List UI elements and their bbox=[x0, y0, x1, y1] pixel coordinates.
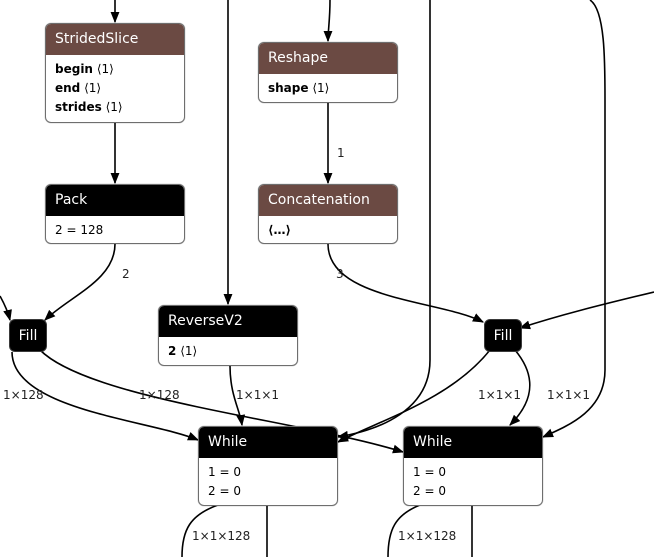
attribute-value: 1 = 0 bbox=[413, 465, 446, 479]
edge-right-to-fill-right bbox=[518, 291, 654, 330]
attribute-value: ⟨1⟩ bbox=[105, 100, 123, 114]
edge-label-reverse-while: 1×1×1 bbox=[236, 388, 279, 402]
edge-label-reshape-concat: 1 bbox=[337, 146, 345, 160]
edge-while-left-out-a bbox=[181, 504, 219, 557]
attribute-row: 2 = 0 bbox=[413, 482, 533, 501]
attribute-value: 1 = 0 bbox=[208, 465, 241, 479]
attribute-name: begin bbox=[55, 62, 93, 76]
attribute-row: shape ⟨1⟩ bbox=[268, 79, 388, 98]
edge-label-fill-left-b: 1×128 bbox=[139, 388, 180, 402]
node-stridedslice[interactable]: StridedSlice begin ⟨1⟩ end ⟨1⟩ strides ⟨… bbox=[45, 23, 185, 123]
attribute-value: ⟨1⟩ bbox=[180, 344, 198, 358]
attribute-value: 2 = 0 bbox=[208, 484, 241, 498]
edge-pack-to-fill-left bbox=[44, 243, 116, 321]
node-pack[interactable]: Pack 2 = 128 bbox=[45, 184, 185, 244]
edge-label-while-right-out: 1×1×128 bbox=[398, 529, 456, 543]
attribute-value: 2 = 0 bbox=[413, 484, 446, 498]
node-while-right[interactable]: While 1 = 0 2 = 0 bbox=[403, 426, 543, 506]
edge-left-to-fill-left bbox=[0, 295, 12, 322]
edge-fill-right-to-while-right bbox=[509, 349, 531, 426]
edge-label-while-left-out: 1×1×128 bbox=[192, 529, 250, 543]
node-fill-right[interactable]: Fill bbox=[484, 319, 522, 352]
node-title: Concatenation bbox=[259, 185, 397, 216]
node-attributes: 1 = 0 2 = 0 bbox=[199, 458, 337, 505]
attribute-name: 2 bbox=[168, 344, 177, 358]
node-attributes: 2 ⟨1⟩ bbox=[159, 337, 297, 365]
edge-label-pack-fill: 2 bbox=[122, 267, 130, 281]
edge-fill-left-to-while-left bbox=[11, 351, 200, 441]
node-fill-left[interactable]: Fill bbox=[9, 319, 47, 352]
node-attributes: 1 = 0 2 = 0 bbox=[404, 458, 542, 505]
edge-while-right-out-a bbox=[387, 504, 421, 557]
node-title: Pack bbox=[46, 185, 184, 216]
attribute-name: ⟨…⟩ bbox=[268, 223, 291, 237]
edge-top-to-reshape bbox=[323, 0, 333, 43]
attribute-name: end bbox=[55, 81, 81, 95]
attribute-value: ⟨1⟩ bbox=[312, 81, 330, 95]
edge-farright-to-while-right bbox=[541, 0, 606, 438]
attribute-value: ⟨1⟩ bbox=[96, 62, 114, 76]
edge-fill-right-to-while-left bbox=[337, 349, 491, 443]
edge-fill-left-to-while-right bbox=[39, 349, 405, 454]
attribute-row: 1 = 0 bbox=[413, 463, 533, 482]
node-attributes: 2 = 128 bbox=[46, 216, 184, 243]
attribute-row: 2 ⟨1⟩ bbox=[168, 342, 288, 361]
attribute-row: 1 = 0 bbox=[208, 463, 328, 482]
attribute-row: 2 = 0 bbox=[208, 482, 328, 501]
edge-concat-to-fill-right bbox=[327, 243, 484, 323]
attribute-value: 2 = 128 bbox=[55, 223, 104, 237]
node-while-left[interactable]: While 1 = 0 2 = 0 bbox=[198, 426, 338, 506]
node-attributes: begin ⟨1⟩ end ⟨1⟩ strides ⟨1⟩ bbox=[46, 55, 184, 121]
edge-label-concat-fill: 3 bbox=[336, 267, 344, 281]
node-attributes: ⟨…⟩ bbox=[259, 216, 397, 243]
attribute-row: begin ⟨1⟩ bbox=[55, 60, 175, 79]
node-concatenation[interactable]: Concatenation ⟨…⟩ bbox=[258, 184, 398, 244]
attribute-row: 2 = 128 bbox=[55, 221, 175, 240]
node-attributes: shape ⟨1⟩ bbox=[259, 74, 397, 102]
attribute-name: strides bbox=[55, 100, 102, 114]
edge-reversev2-to-while-left bbox=[229, 365, 246, 427]
node-title: While bbox=[404, 427, 542, 458]
node-reshape[interactable]: Reshape shape ⟨1⟩ bbox=[258, 42, 398, 103]
node-title: StridedSlice bbox=[46, 24, 184, 55]
node-reversev2[interactable]: ReverseV2 2 ⟨1⟩ bbox=[158, 305, 298, 366]
node-title: Reshape bbox=[259, 43, 397, 74]
edge-label-fill-left-a: 1×128 bbox=[3, 388, 44, 402]
node-title: While bbox=[199, 427, 337, 458]
node-title: ReverseV2 bbox=[159, 306, 297, 337]
attribute-row: end ⟨1⟩ bbox=[55, 79, 175, 98]
attribute-value: ⟨1⟩ bbox=[84, 81, 102, 95]
attribute-row: strides ⟨1⟩ bbox=[55, 98, 175, 117]
edge-label-fill-right-while: 1×1×1 bbox=[478, 388, 521, 402]
attribute-name: shape bbox=[268, 81, 309, 95]
attribute-row: ⟨…⟩ bbox=[268, 221, 388, 240]
edge-label-right-side-while: 1×1×1 bbox=[547, 388, 590, 402]
